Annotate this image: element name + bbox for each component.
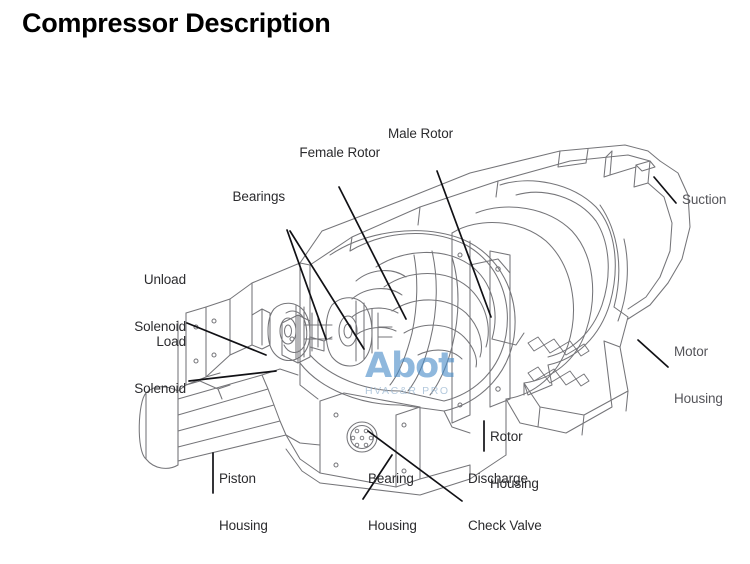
- callout-suction-line1: Suction: [682, 192, 727, 207]
- callout-rotor-housing-line1: Rotor: [490, 429, 523, 444]
- callout-female-rotor: Female Rotor: [205, 114, 380, 192]
- callout-discharge-check-valve: Discharge Check Valve: [468, 440, 578, 564]
- leader-suction: [653, 176, 677, 204]
- callout-piston-housing: Piston Housing: [219, 440, 299, 564]
- leader-bearings-b: [289, 230, 365, 350]
- callout-load-solenoid-line2: Solenoid: [134, 380, 186, 396]
- callout-discharge-check-valve-line2: Check Valve: [468, 517, 542, 533]
- callout-bearing-housing-line1: Bearing: [368, 471, 414, 486]
- callout-piston-housing-line1: Piston: [219, 471, 256, 486]
- leader-male-rotor: [436, 170, 492, 318]
- callout-bearing-housing-line2: Housing: [368, 517, 417, 533]
- leader-bearings-a: [286, 229, 327, 340]
- leader-load-solenoid: [188, 370, 277, 382]
- callout-unload-solenoid-line2: Solenoid: [134, 318, 186, 334]
- callout-load-solenoid: Load Solenoid: [62, 303, 186, 427]
- callout-unload-solenoid-line1: Unload: [143, 272, 186, 287]
- callout-bearing-housing: Bearing Housing: [368, 440, 452, 564]
- compressor-description-page: Compressor Description: [22, 8, 750, 533]
- callout-motor-housing: Motor Housing: [674, 313, 750, 437]
- callout-piston-housing-line2: Housing: [219, 517, 268, 533]
- callout-motor-housing-line2: Housing: [674, 390, 723, 406]
- leader-motor-housing: [637, 339, 669, 368]
- callout-unload-solenoid: Unload Solenoid: [60, 241, 186, 365]
- callout-bearings-line1: Bearings: [232, 189, 286, 204]
- callout-load-solenoid-line1: Load: [156, 334, 186, 349]
- page-title: Compressor Description: [22, 8, 331, 38]
- callout-bearings: Bearings: [160, 158, 286, 236]
- compressor-linework: [138, 144, 691, 496]
- callout-male-rotor: Male Rotor: [303, 95, 453, 173]
- leader-unload-solenoid: [186, 322, 267, 356]
- callout-motor-housing-line1: Motor: [674, 344, 709, 359]
- callout-suction: Suction: [682, 161, 750, 239]
- callout-female-rotor-line1: Female Rotor: [299, 145, 380, 160]
- callout-discharge-check-valve-line1: Discharge: [468, 471, 528, 486]
- leader-female-rotor: [338, 186, 407, 320]
- callout-male-rotor-line1: Male Rotor: [387, 126, 453, 141]
